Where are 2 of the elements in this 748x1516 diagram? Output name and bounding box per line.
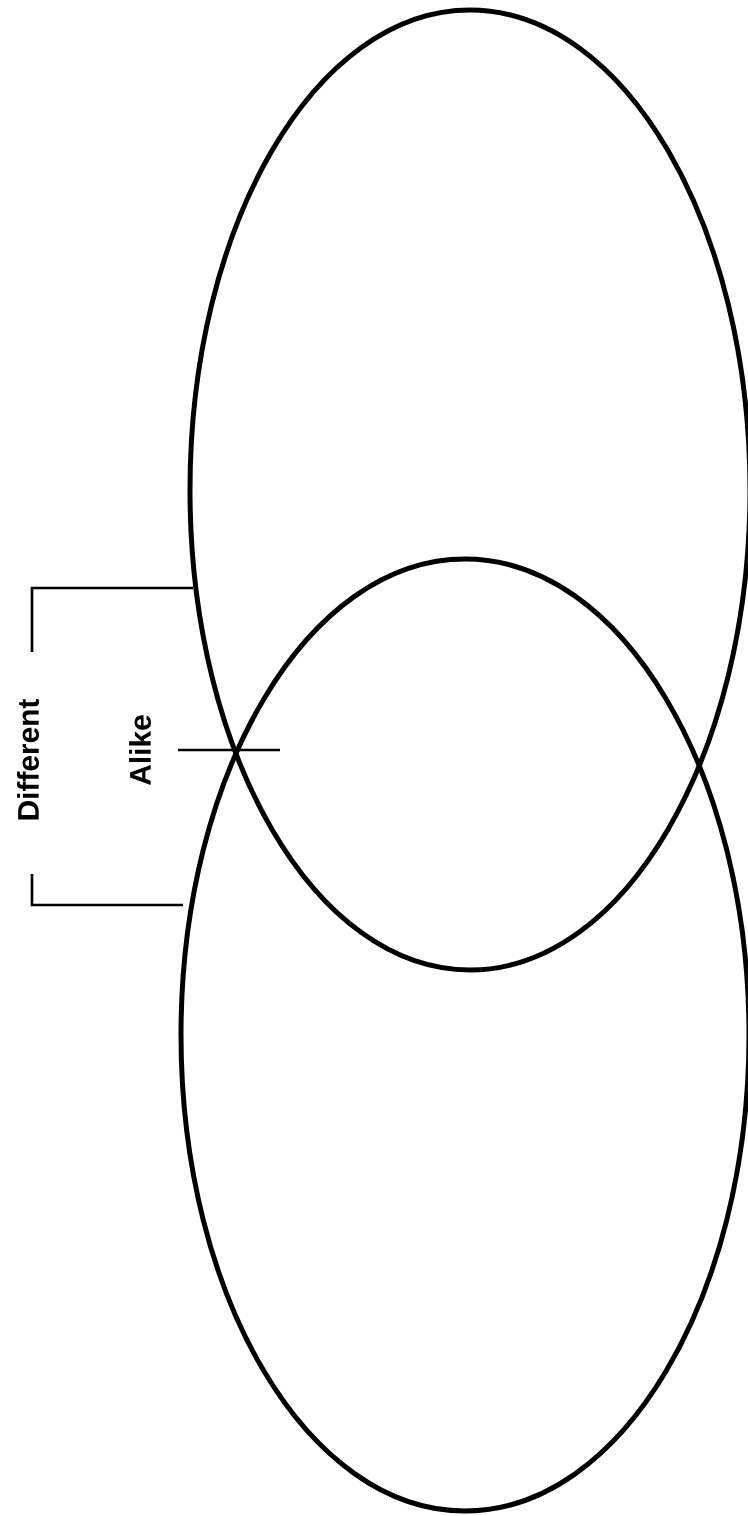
section-label: Different bbox=[15, 696, 41, 824]
section-label: Alike bbox=[127, 712, 153, 788]
